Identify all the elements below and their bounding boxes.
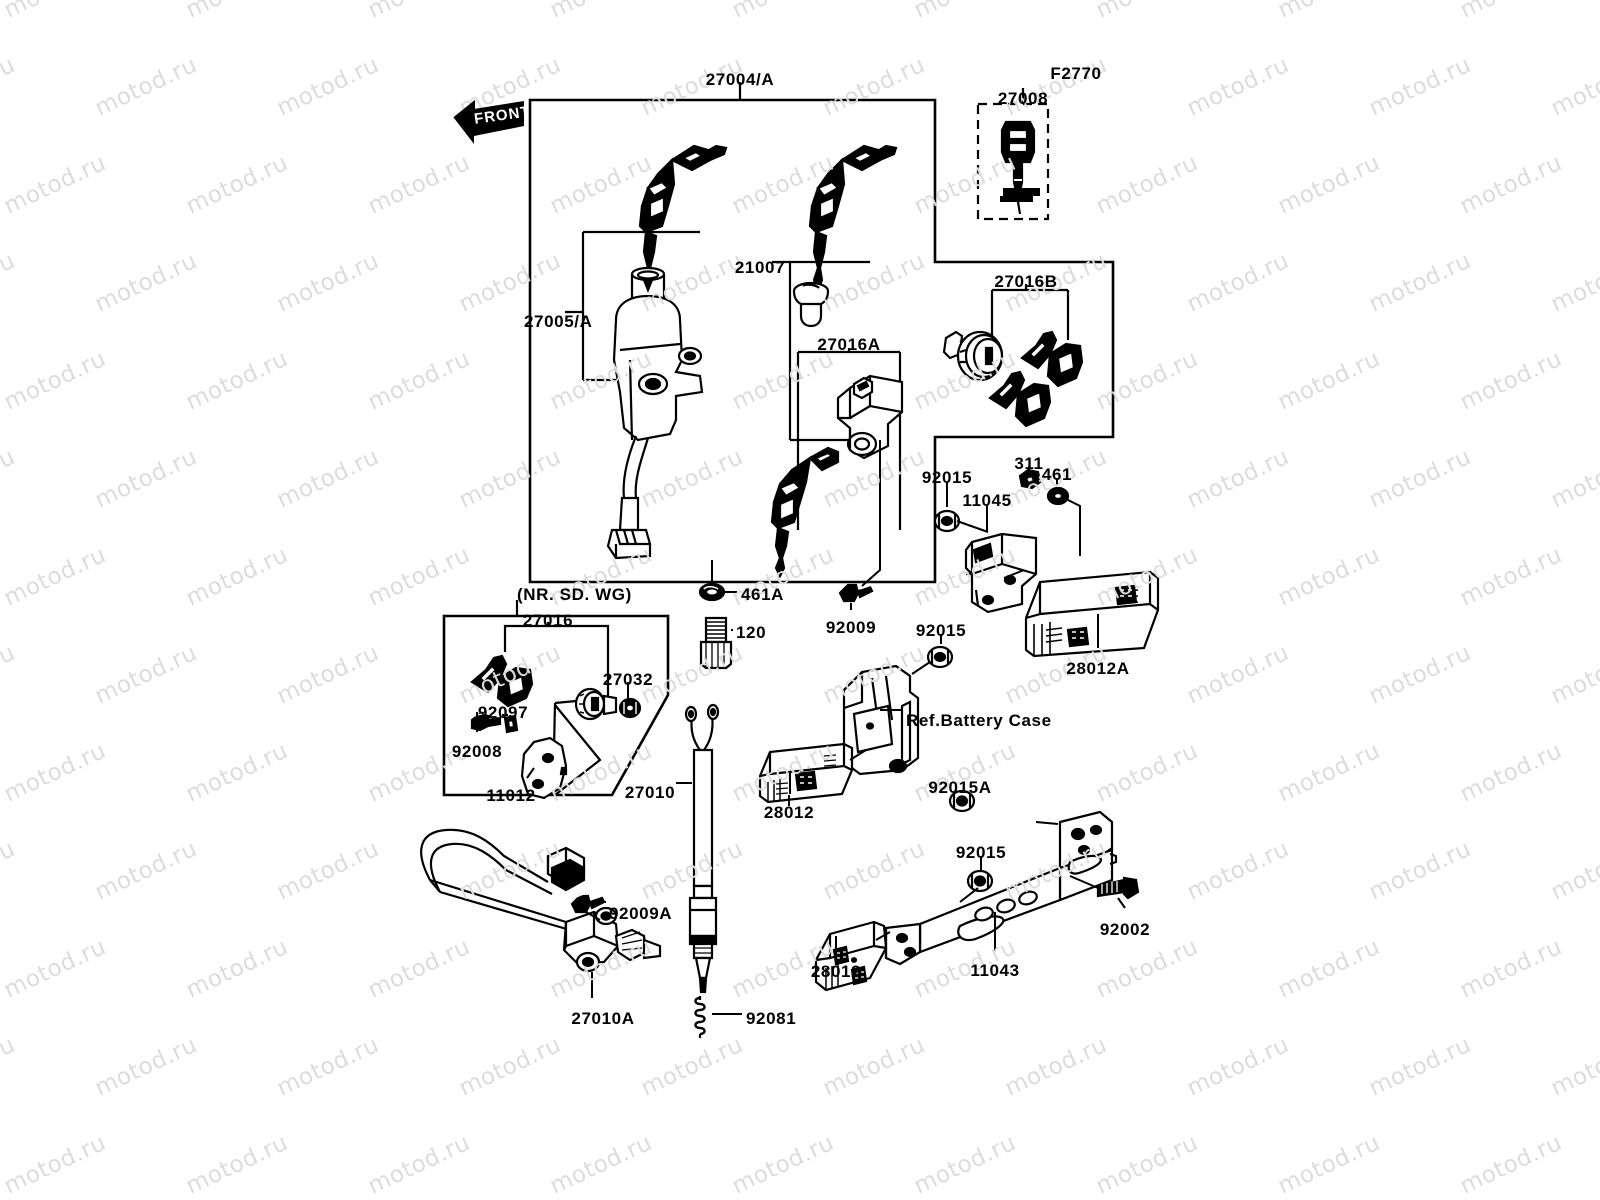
part-label-28012: 28012: [763, 803, 815, 822]
part-label-11012: 11012: [486, 786, 536, 805]
part-label-92009a: 92009A: [609, 904, 673, 923]
part-label-11043: 11043: [970, 961, 1020, 980]
part-label-27010: 27010: [624, 783, 676, 802]
part-label-120: 120: [736, 623, 767, 642]
part-label-311: 311: [1014, 454, 1044, 473]
part-label-92009: 92009: [825, 618, 877, 637]
part-label-11045: 11045: [962, 491, 1012, 510]
part-label-27016b: 27016B: [994, 272, 1058, 291]
part-label-461a: 461A: [741, 585, 785, 604]
part-label-92015-3: 92015: [955, 843, 1007, 862]
part-label-refbatt: Ref.Battery Case: [906, 711, 1052, 730]
part-label-27005a: 27005/A: [524, 312, 593, 331]
part-label-27016a: 27016A: [817, 335, 881, 354]
part-label-27016: 27016: [522, 611, 574, 630]
part-label-21007: 21007: [734, 258, 786, 277]
part-label-461: 461: [1041, 465, 1073, 484]
part-label-28012a: 28012A: [1066, 659, 1130, 678]
part-label-27008: 27008: [997, 89, 1049, 108]
part-label-nrsdwg: (NR. SD. WG): [517, 585, 632, 604]
front-direction-marker: FRONT: [452, 96, 532, 153]
part-label-92015-2: 92015: [915, 621, 967, 640]
part-label-27032: 27032: [602, 670, 654, 689]
part-label-27010a: 27010A: [571, 1009, 635, 1028]
part-label-92097: 92097: [477, 703, 529, 722]
part-label-92015a: 92015A: [928, 778, 992, 797]
part-label-92008: 92008: [451, 742, 503, 761]
part-label-f2770: F2770: [1050, 64, 1102, 83]
part-label-92002: 92002: [1099, 920, 1151, 939]
part-label-27004a: 27004/A: [705, 70, 775, 89]
part-label-92081: 92081: [746, 1009, 797, 1028]
part-label-92015-1: 92015: [921, 468, 973, 487]
part-label-28012b: 28012: [810, 962, 862, 981]
